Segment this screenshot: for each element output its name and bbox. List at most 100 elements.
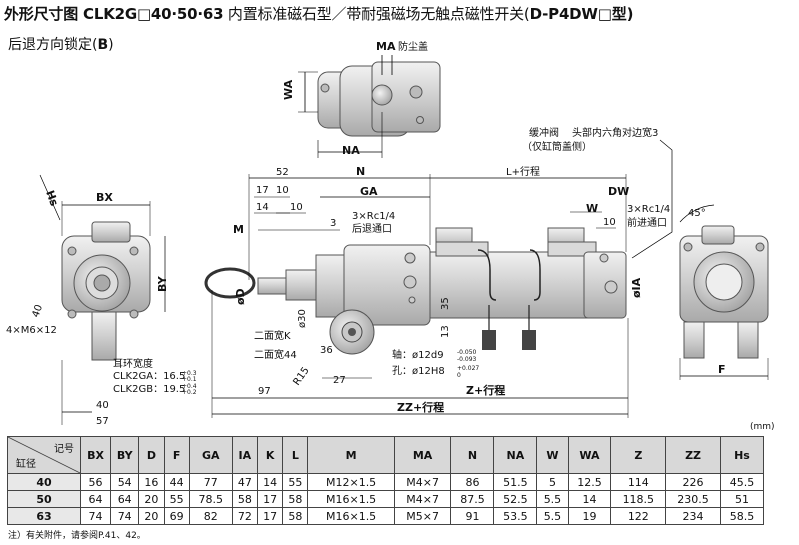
label-rc-back-sub: 后退通口 [352,223,392,235]
subtitle-text: 后退方向锁定( [8,37,98,53]
label-l-stroke: L+行程 [506,165,540,178]
table-cell: 5.5 [536,490,569,508]
table-row: 50 64 64 20 55 78.5 58 17 58 M16×1.5 M4×… [7,490,765,508]
label-bx: BX [96,191,113,204]
label-35: 35 [440,297,451,310]
col-k: K [256,436,284,474]
label-hex-head: 头部内六角对边宽3 [572,126,658,139]
label-ear-width: 耳环宽度 [113,357,153,370]
table-cell: 58 [231,490,258,508]
table-cell: 78.5 [188,490,233,508]
table-cell: M4×7 [393,490,452,508]
table-cell: 91 [450,507,495,525]
corner-bore-label: 缸径 [16,459,36,470]
col-by: BY [110,436,140,474]
label-17: 17 [256,185,269,196]
col-na: NA [493,436,538,474]
table-cell: M16×1.5 [307,490,395,508]
table-cell: 56 [79,473,112,491]
label-m6: 4×M6×12 [6,325,57,336]
col-bx: BX [79,436,112,474]
label-shaft: 轴：ø12d9 [392,348,444,361]
col-ga: GA [188,436,233,474]
corner-symbol-label: 记号 [54,444,74,455]
col-zz: ZZ [665,436,721,474]
label-10b: 10 [290,202,303,213]
table-cell: 118.5 [610,490,667,508]
label-hole-tol-bot: 0 [457,372,461,379]
table-cell: 58 [282,507,309,525]
title-normal: 内置标准磁石型／带耐强磁场无触点磁性开关( [223,5,530,23]
table-cell: 58.5 [719,507,765,525]
label-ga16-tol-top: +0.3 [182,370,197,377]
table-cell: 77 [188,473,233,491]
label-cushion-valve: 缓冲阀 [529,126,559,139]
table-cell: 69 [163,507,190,525]
label-by: BY [156,275,169,292]
label-m: M [233,223,244,236]
label-two-face-k: 二面宽K [254,329,291,342]
table-cell: 234 [665,507,721,525]
label-r15: R15 [291,365,311,387]
table-cell: 5 [536,473,569,491]
table-cell: 230.5 [665,490,721,508]
table-cell: 82 [188,507,233,525]
dimension-table: 记号 缸径 BX BY D F GA IA K L M MA N NA W WA… [7,436,765,525]
table-cell: 5.5 [536,507,569,525]
table-cell: 47 [231,473,258,491]
table-cell: 58 [282,490,309,508]
label-gb19: CLK2GB：19.5 [113,384,185,395]
label-phi-d: øD [234,288,247,305]
label-f: F [718,363,726,376]
label-40a: 40 [30,303,45,319]
table-row: 63 74 74 20 69 82 72 17 58 M16×1.5 M5×7 … [7,507,765,525]
label-97: 97 [258,386,271,397]
label-phi-30: ø30 [297,309,308,328]
label-rc-front-sub: 前进通口 [627,216,667,229]
label-ga16: CLK2GA：16.5 [113,371,185,382]
label-ga: GA [360,185,378,198]
col-ma: MA [393,436,452,474]
table-cell: 45.5 [719,473,765,491]
col-hs: Hs [719,436,765,474]
col-d: D [138,436,165,474]
label-w: W [586,202,598,215]
table-cell: 12.5 [567,473,612,491]
table-cell: 55 [163,490,190,508]
label-10a: 10 [276,185,289,196]
row-bore: 40 [7,473,81,491]
col-w: W [536,436,569,474]
table-cell: 17 [256,507,284,525]
col-f: F [163,436,190,474]
label-45: 45° [688,208,706,219]
label-ga16-tol-bot: +0.1 [182,376,197,383]
col-n: N [450,436,495,474]
label-na: NA [342,144,360,157]
cylinder-drawing: MA 防尘盖 WA NA 缓冲阀 头部内六角对边宽3 （仅缸筒盖侧） [6,40,769,425]
table-cell: 74 [110,507,140,525]
label-n: N [356,165,365,178]
table-cell: M4×7 [393,473,452,491]
top-view [298,55,441,158]
table-cell: M5×7 [393,507,452,525]
unit-label: (mm) [750,422,775,432]
table-cell: 87.5 [450,490,495,508]
table-header-row: 记号 缸径 BX BY D F GA IA K L M MA N NA W WA… [7,436,765,474]
table-cell: 86 [450,473,495,491]
subtitle-end: ) [108,37,114,53]
label-two-face-44: 二面宽44 [254,348,297,361]
table-cell: 14 [567,490,612,508]
table-cell: 17 [256,490,284,508]
right-end-view [679,204,769,380]
table-cell: 51 [719,490,765,508]
row-bore: 63 [7,507,81,525]
table-corner-cell: 记号 缸径 [7,436,81,474]
page-title: 外形尺寸图 CLK2G□40·50·63 内置标准磁石型／带耐强磁场无触点磁性开… [4,3,633,24]
table-cell: 72 [231,507,258,525]
table-cell: 51.5 [493,473,538,491]
label-zz-stroke: ZZ+行程 [397,400,444,414]
left-end-view [39,174,166,425]
table-cell: M16×1.5 [307,507,395,525]
col-l: L [282,436,309,474]
subtitle-bold: B [97,37,109,53]
